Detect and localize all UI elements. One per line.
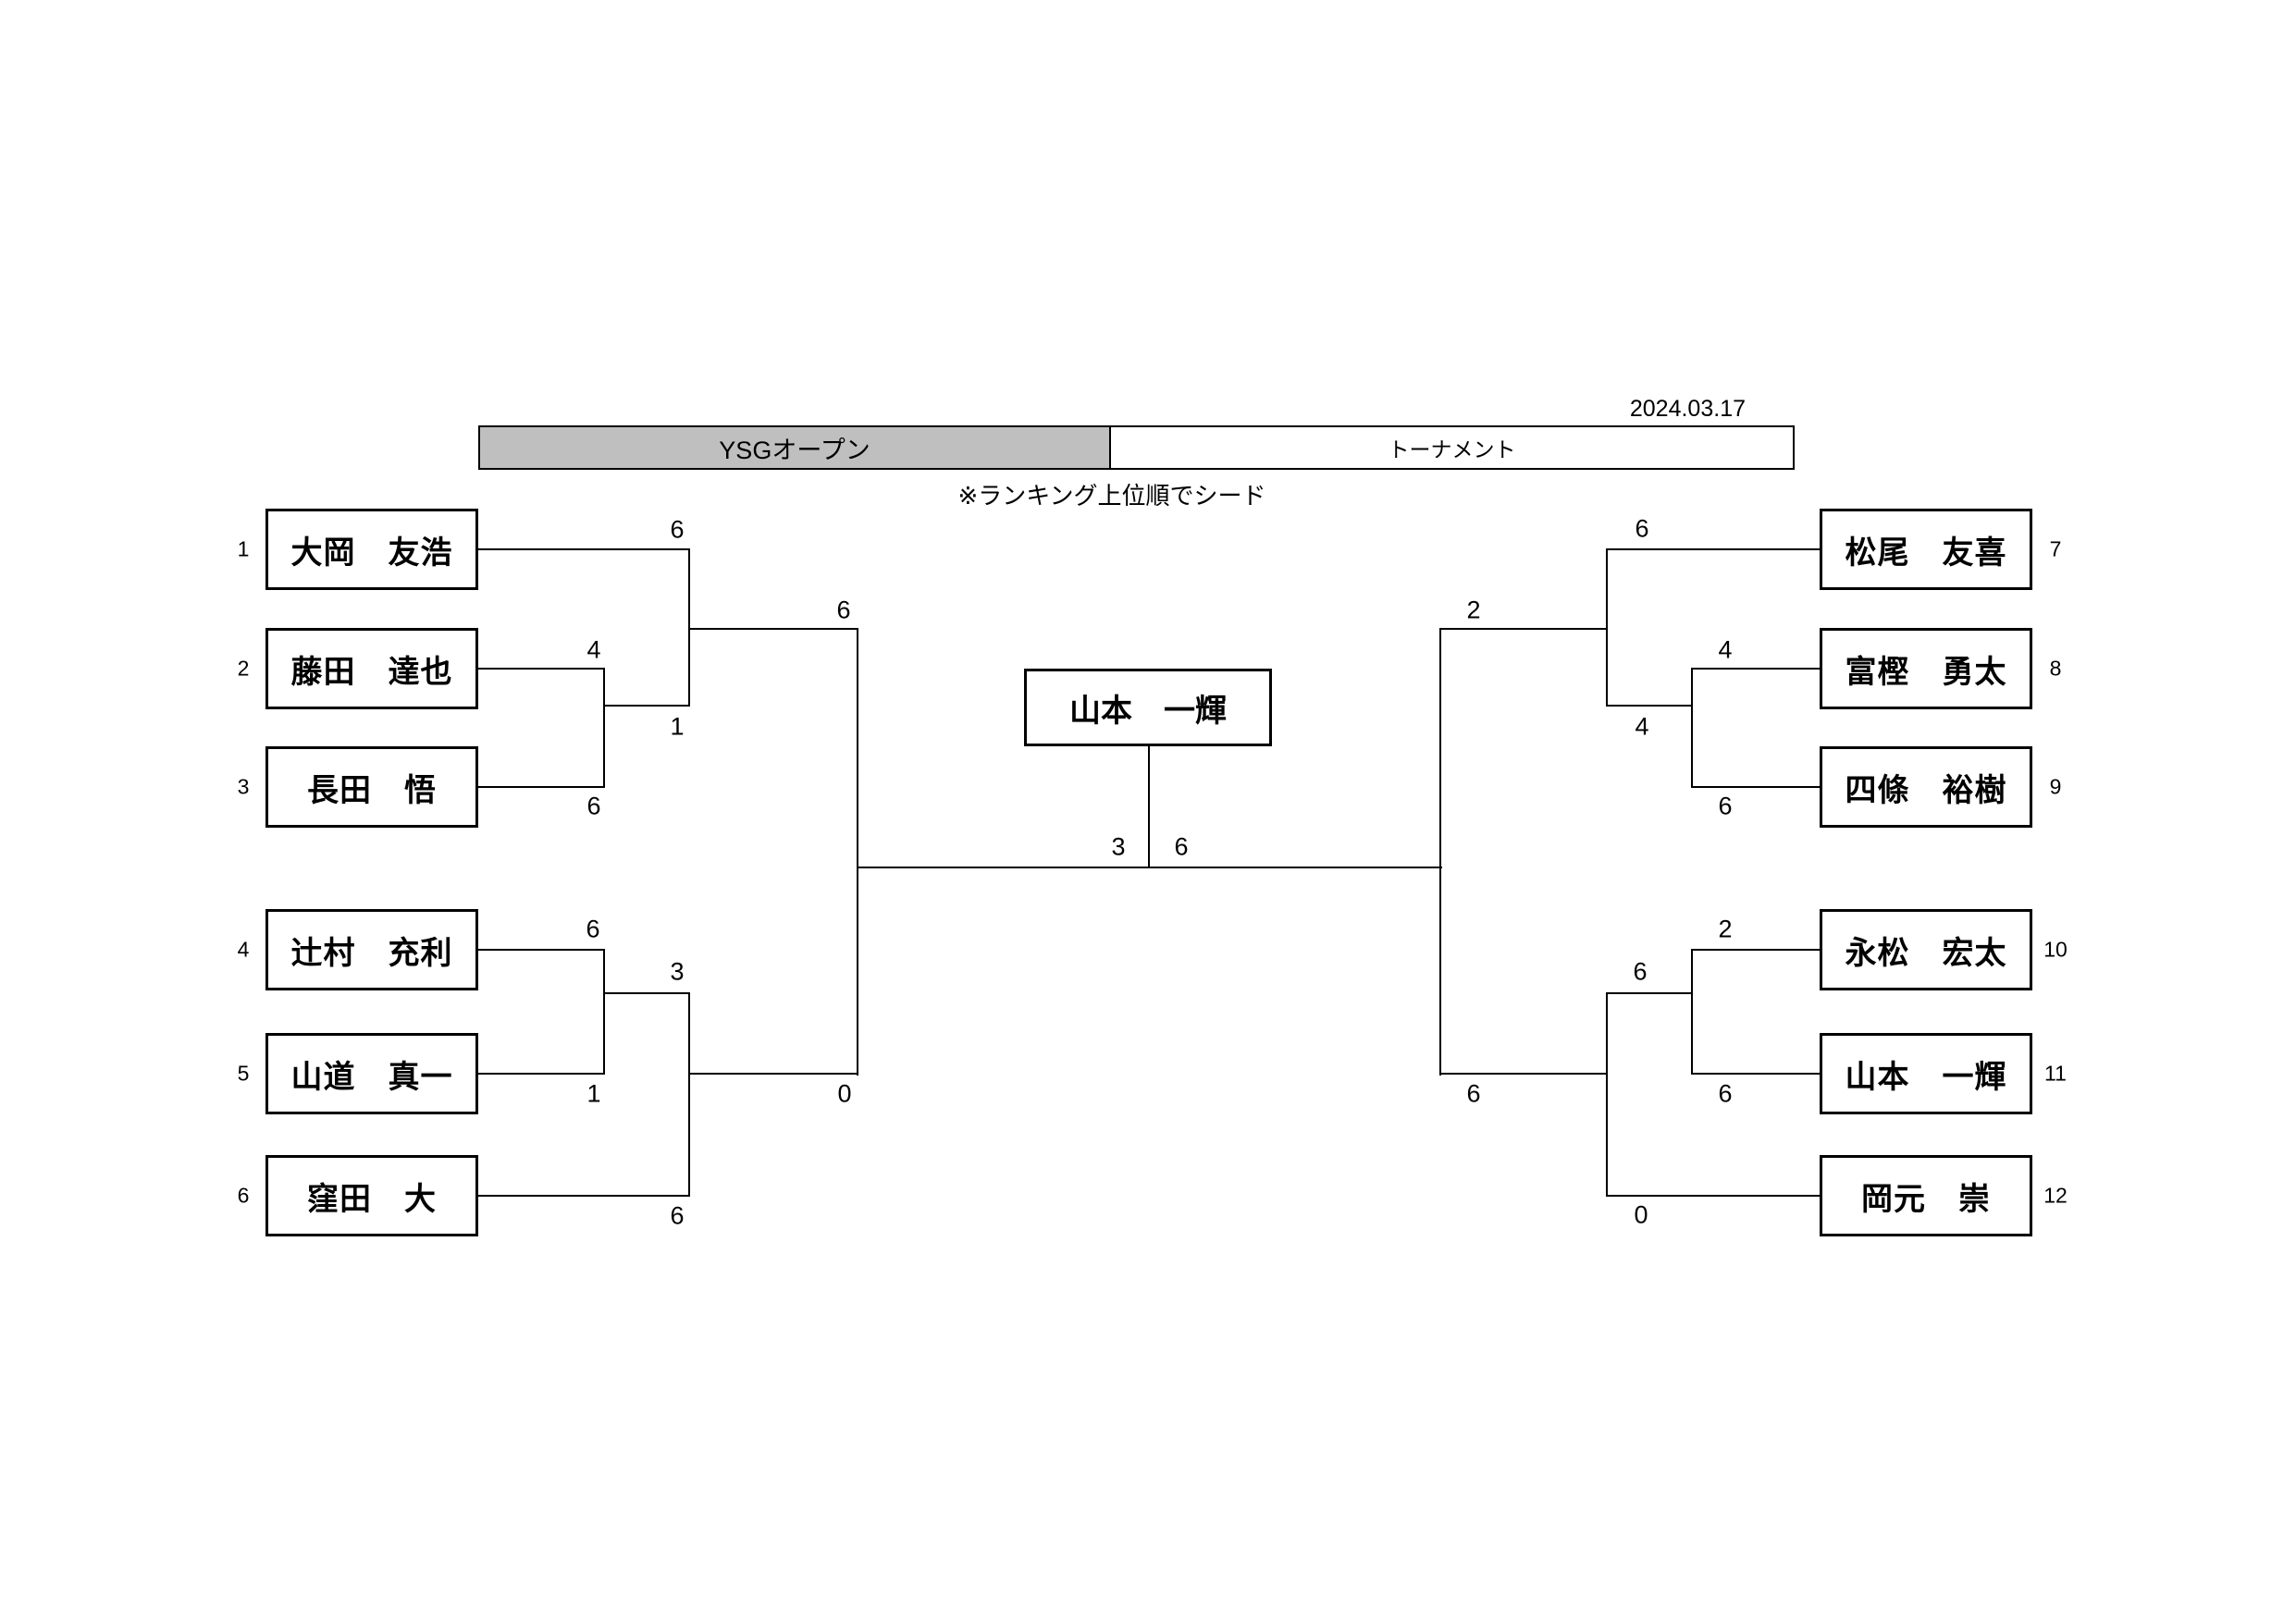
seed-number-1: 1 [237, 536, 250, 561]
score-label: 0 [1634, 1200, 1648, 1229]
seed-number-12: 12 [2043, 1183, 2068, 1208]
bracket-line [688, 548, 690, 707]
player-box-seed-7: 松尾 友喜 [1820, 509, 2032, 590]
player-box-seed-8: 富樫 勇太 [1820, 628, 2032, 709]
bracket-line [1692, 949, 1820, 951]
winner-box: 山本 一輝 [1024, 669, 1272, 746]
seed-number-8: 8 [2049, 656, 2062, 681]
score-label: 6 [586, 915, 600, 943]
score-label: 6 [1718, 792, 1733, 820]
bracket-line [1607, 705, 1693, 707]
player-box-seed-1: 大岡 友浩 [265, 509, 478, 590]
score-label: 4 [1718, 635, 1733, 664]
bracket-line [1606, 548, 1608, 707]
score-label: 2 [1718, 915, 1733, 943]
bracket-line [1691, 949, 1693, 1075]
score-label: 1 [586, 1079, 601, 1108]
player-box-seed-12: 岡元 崇 [1820, 1155, 2032, 1236]
score-label: 6 [1633, 957, 1648, 986]
seed-number-10: 10 [2043, 937, 2068, 962]
score-label: 0 [837, 1079, 852, 1108]
score-label: 6 [1635, 514, 1649, 543]
player-box-seed-10: 永松 宏太 [1820, 909, 2032, 990]
score-label: 2 [1466, 596, 1481, 624]
bracket-line [1691, 668, 1693, 788]
event-title-bar: YSGオープン [478, 425, 1111, 470]
seed-number-6: 6 [237, 1183, 250, 1208]
seed-number-11: 11 [2044, 1061, 2067, 1086]
player-box-seed-9: 四條 裕樹 [1820, 746, 2032, 828]
seed-number-9: 9 [2049, 774, 2062, 799]
bracket-line [478, 548, 689, 550]
bracket-line [1440, 628, 1608, 630]
bracket-line [603, 705, 690, 707]
bracket-line [1148, 746, 1150, 868]
bracket-line [1440, 1073, 1608, 1075]
seed-note: ※ランキング上位順でシード [957, 482, 1266, 510]
seed-number-5: 5 [237, 1061, 250, 1086]
bracket-type-label: トーナメント [1388, 437, 1516, 461]
player-box-seed-4: 辻村 充利 [265, 909, 478, 990]
bracket-line [1606, 992, 1608, 1197]
bracket-line [478, 1073, 604, 1075]
score-label: 4 [1635, 712, 1649, 741]
player-box-seed-5: 山道 真一 [265, 1033, 478, 1114]
player-box-seed-6: 窪田 大 [265, 1155, 478, 1236]
bracket-line [478, 1195, 690, 1197]
bracket-line [1607, 548, 1820, 550]
seed-number-4: 4 [237, 937, 250, 962]
player-box-seed-2: 藤田 達也 [265, 628, 478, 709]
score-label: 4 [586, 635, 601, 664]
bracket-line [603, 668, 605, 788]
player-box-seed-3: 長田 悟 [265, 746, 478, 828]
bracket-line [1692, 1073, 1820, 1075]
score-label: 6 [1718, 1079, 1733, 1108]
player-box-seed-11: 山本 一輝 [1820, 1033, 2032, 1114]
seed-number-3: 3 [237, 774, 250, 799]
bracket-line [1692, 786, 1820, 788]
winner-name: 山本 一輝 [1069, 693, 1227, 729]
score-label: 6 [670, 1201, 685, 1230]
bracket-line [1606, 1195, 1820, 1197]
bracket-line [1607, 992, 1693, 994]
bracket-type-bar: トーナメント [1109, 425, 1795, 470]
bracket-line [1692, 668, 1820, 670]
bracket-line [688, 1073, 858, 1075]
seed-number-2: 2 [237, 656, 250, 681]
bracket-line [688, 992, 690, 1197]
score-label: 1 [670, 712, 685, 741]
bracket-line [857, 628, 858, 1076]
bracket-line [603, 949, 605, 1075]
score-label: 6 [586, 792, 601, 820]
score-label: 6 [836, 596, 851, 624]
seed-number-7: 7 [2049, 536, 2062, 561]
score-label: 3 [1111, 832, 1126, 861]
score-label: 6 [1466, 1079, 1481, 1108]
score-label: 6 [670, 515, 685, 544]
event-title: YSGオープン [719, 436, 870, 464]
date-label: 2024.03.17 [1629, 396, 1746, 422]
score-label: 3 [670, 957, 685, 986]
bracket-line [688, 628, 857, 630]
bracket-line [603, 992, 690, 994]
bracket-line [478, 668, 604, 670]
bracket-line [478, 949, 604, 951]
bracket-line [1439, 628, 1441, 1076]
score-label: 6 [1174, 832, 1189, 861]
bracket-line [478, 786, 604, 788]
